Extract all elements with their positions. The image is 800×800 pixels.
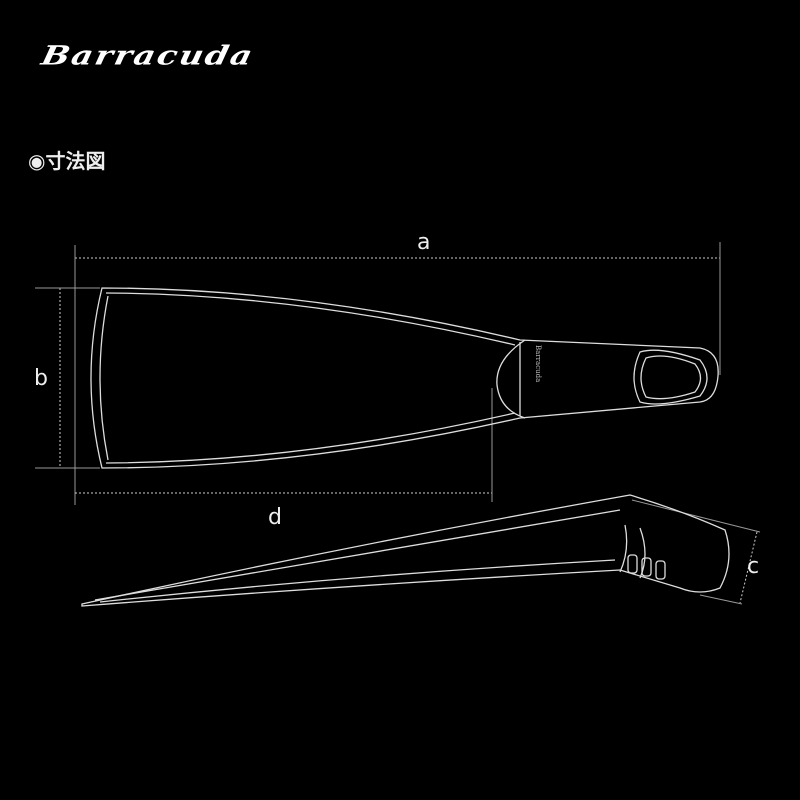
dimension-a-label: a xyxy=(417,230,431,255)
dimension-c-label: c xyxy=(747,554,760,579)
dimension-d-label: d xyxy=(268,505,282,530)
fin-top-view xyxy=(90,287,719,469)
section-title: ◉寸法図 xyxy=(28,149,106,173)
toe-opening xyxy=(633,349,708,405)
dimension-b-label: b xyxy=(34,366,48,391)
fin-side-view xyxy=(81,494,730,607)
dimension-c-line xyxy=(739,531,758,604)
blade-logo-mark: Barracuda xyxy=(534,345,542,382)
dimension-lines xyxy=(35,242,761,605)
foot-pocket-heel xyxy=(496,339,526,419)
